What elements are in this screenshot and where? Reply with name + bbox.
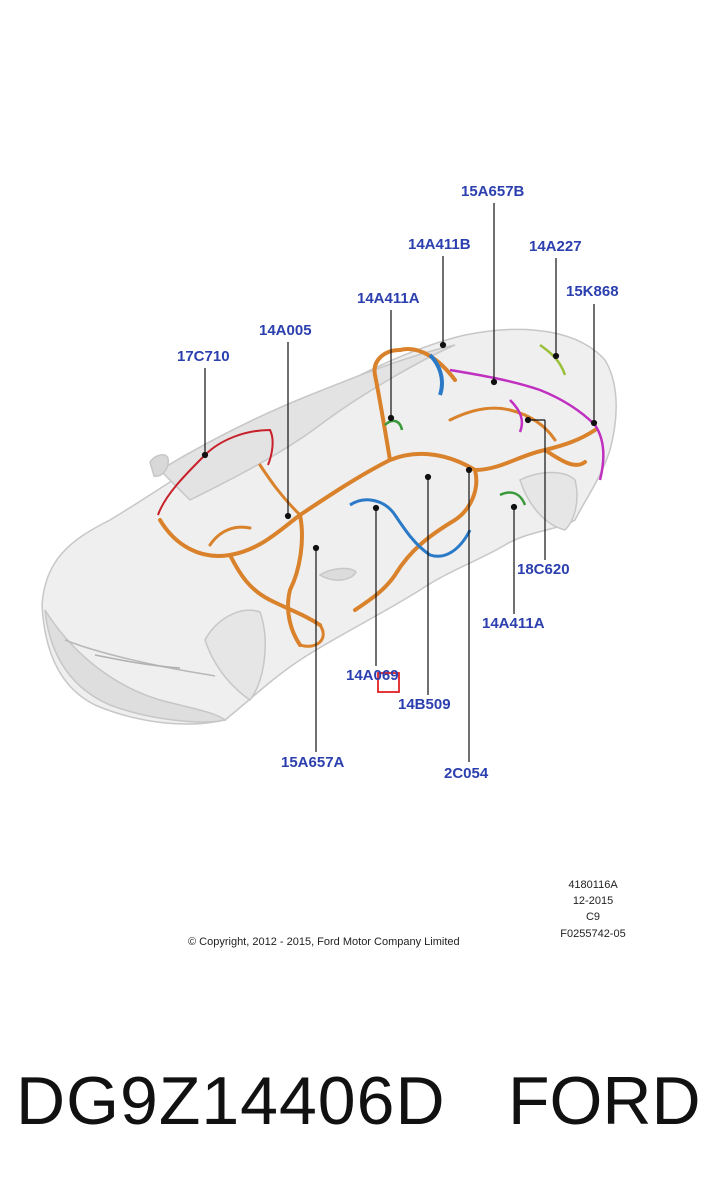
callout-18C620: 18C620 (517, 561, 570, 578)
callout-15A657B: 15A657B (461, 183, 525, 200)
part-number: DG9Z14406D (16, 1063, 446, 1139)
callout-14A005: 14A005 (259, 322, 312, 339)
callout-14A069: 14A069 (346, 667, 399, 684)
harness-magenta (449, 368, 605, 481)
leader-lines (201, 203, 598, 762)
footer-banner (0, 1000, 708, 1200)
vehicle-illustration (41, 203, 617, 762)
callout-14A411A-lower: 14A411A (482, 615, 545, 632)
callout-14B509: 14B509 (398, 696, 451, 713)
copyright-notice: © Copyright, 2012 - 2015, Ford Motor Com… (188, 936, 460, 948)
callout-2C054: 2C054 (444, 765, 489, 782)
harness-green (384, 419, 527, 506)
car-body (41, 328, 617, 725)
callout-15A657A: 15A657A (281, 754, 345, 771)
callout-17C710: 17C710 (177, 348, 230, 365)
wiring-diagram: 15A657B 14A411B 14A227 15K868 14A411A 14… (41, 183, 626, 948)
meta-revision: C9 (585, 911, 601, 923)
meta-reference: F0255742-05 (560, 928, 626, 940)
brand-name: FORD (508, 1063, 701, 1139)
meta-date: 12-2015 (572, 895, 614, 907)
callout-15K868: 15K868 (566, 283, 619, 300)
harness-blue (349, 353, 472, 558)
callout-14A227: 14A227 (529, 238, 582, 255)
callout-14A411A-upper: 14A411A (357, 290, 420, 307)
highlight-box (377, 672, 400, 693)
meta-drawing-number: 4180116A (568, 879, 618, 891)
callout-14A411B: 14A411B (408, 236, 471, 253)
harness-red (157, 428, 274, 516)
